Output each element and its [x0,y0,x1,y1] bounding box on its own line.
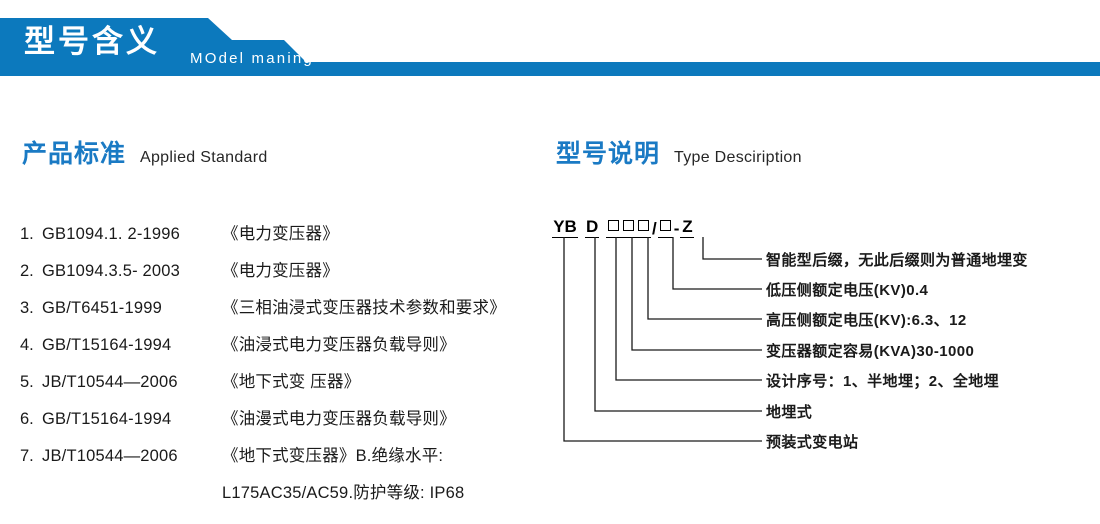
section-heading-standard: 产品标准 Applied Standard [22,142,268,167]
list-item: 3. GB/T6451-1999 《三相油浸式变压器技术参数和要求》 [20,290,560,327]
type-code-diagram: YB D / - Z [548,212,1100,474]
list-item: 6. GB/T15164-1994 《油漫式电力变压器负载导则》 [20,401,560,438]
list-item: 4. GB/T15164-1994 《油浸式电力变压器负载导则》 [20,327,560,364]
section-heading-type-cn: 型号说明 [556,140,661,168]
empty-box-icon [638,220,649,231]
code-segment-box-2 [621,218,636,238]
standard-continuation-line: L175AC35/AC59.防护等级: IP68 [222,484,465,502]
list-item: 2. GB1094.3.5- 2003 《电力变压器》 [20,253,560,290]
code-segment-box-1 [606,218,621,238]
standard-code: GB/T15164-1994 [42,336,172,354]
code-segment-z: Z [680,217,695,238]
standard-title: 《电力变压器》 [222,225,339,243]
list-item: 1. GB1094.1. 2-1996 《电力变压器》 [20,216,560,253]
standard-code: JB/T10544—2006 [42,447,178,465]
code-segment-yb: YB [552,217,578,238]
standard-title: 《地下式变压器》B.绝缘水平: [222,447,444,465]
type-code-string: YB D / - Z [552,212,695,238]
standard-number: 5. [20,373,34,391]
code-separator-slash: / [652,219,657,238]
page-banner [0,18,1100,76]
section-heading-type-en: Type Desciription [674,149,802,166]
list-item: 7. JB/T10544—2006 《地下式变压器》B.绝缘水平: [20,438,560,475]
label-hv-voltage: 高压侧额定电压(KV):6.3、12 [766,312,967,329]
empty-box-icon [608,220,619,231]
label-prefab-substation: 预装式变电站 [766,434,859,451]
label-buried-type: 地埋式 [766,404,813,421]
standard-title: 《地下式变 压器》 [222,373,361,391]
standard-title: 《三相油浸式变压器技术参数和要求》 [222,299,506,317]
standard-number: 3. [20,299,34,317]
standard-title: 《电力变压器》 [222,262,339,280]
banner-subtitle: MOdel maning [190,50,314,67]
standard-number: 7. [20,447,34,465]
label-lv-voltage: 低压侧额定电压(KV)0.4 [766,282,929,299]
banner-title: 型号含义 [24,24,160,59]
standard-code: JB/T10544—2006 [42,373,178,391]
label-rated-capacity: 变压器额定容易(KVA)30-1000 [766,343,975,360]
standard-code: GB1094.3.5- 2003 [42,262,181,280]
standard-number: 4. [20,336,34,354]
standard-title: 《油漫式电力变压器负载导则》 [222,410,456,428]
code-segment-d: D [585,217,599,238]
standards-list: 1. GB1094.1. 2-1996 《电力变压器》 2. GB1094.3.… [20,216,560,512]
section-heading-standard-en: Applied Standard [140,149,268,166]
code-separator-dash: - [673,219,680,238]
standard-code: GB1094.1. 2-1996 [42,225,181,243]
standard-number: 1. [20,225,34,243]
code-segment-box-4 [657,218,673,238]
banner-shape [0,18,1100,76]
section-heading-standard-cn: 产品标准 [22,140,127,168]
empty-box-icon [659,220,671,231]
label-smart-suffix: 智能型后缀，无此后缀则为普通地埋变 [766,252,1028,269]
standard-title: 《油浸式电力变压器负载导则》 [222,336,456,354]
section-heading-type: 型号说明 Type Desciription [556,142,802,167]
standard-number: 2. [20,262,34,280]
label-design-serial: 设计序号：1、半地埋；2、全地埋 [766,373,1000,390]
empty-box-icon [623,220,634,231]
list-item: 5. JB/T10544—2006 《地下式变 压器》 [20,364,560,401]
standard-code: GB/T6451-1999 [42,299,163,317]
code-segment-box-3 [636,218,651,238]
standard-number: 6. [20,410,34,428]
standard-code: GB/T15164-1994 [42,410,172,428]
leader-lines [563,237,762,442]
